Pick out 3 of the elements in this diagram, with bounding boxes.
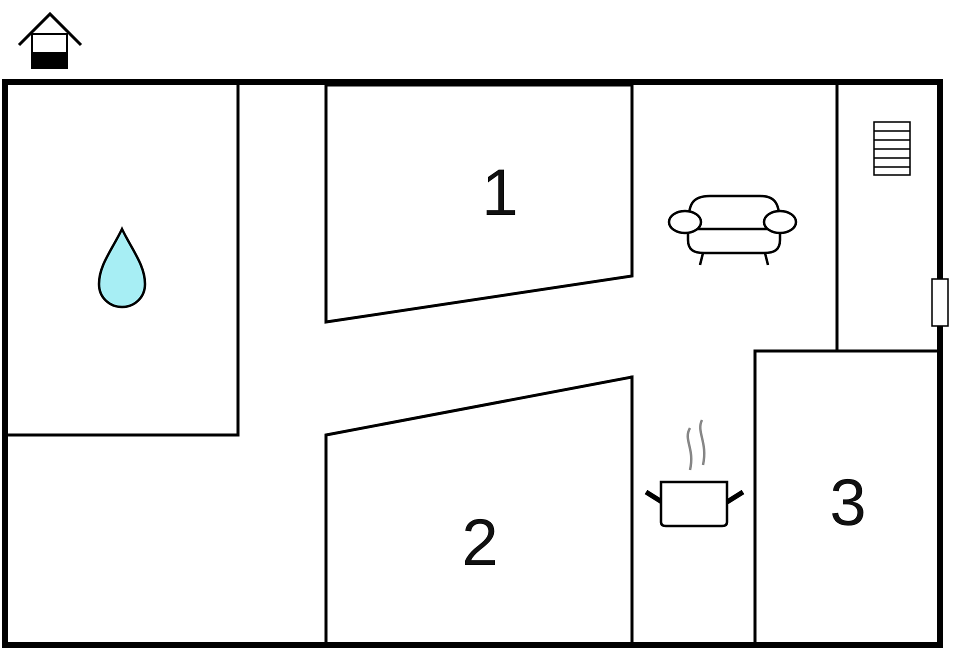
room-number: 3: [830, 469, 866, 535]
room-number: 2: [462, 509, 498, 575]
room-number: 1: [482, 159, 518, 225]
